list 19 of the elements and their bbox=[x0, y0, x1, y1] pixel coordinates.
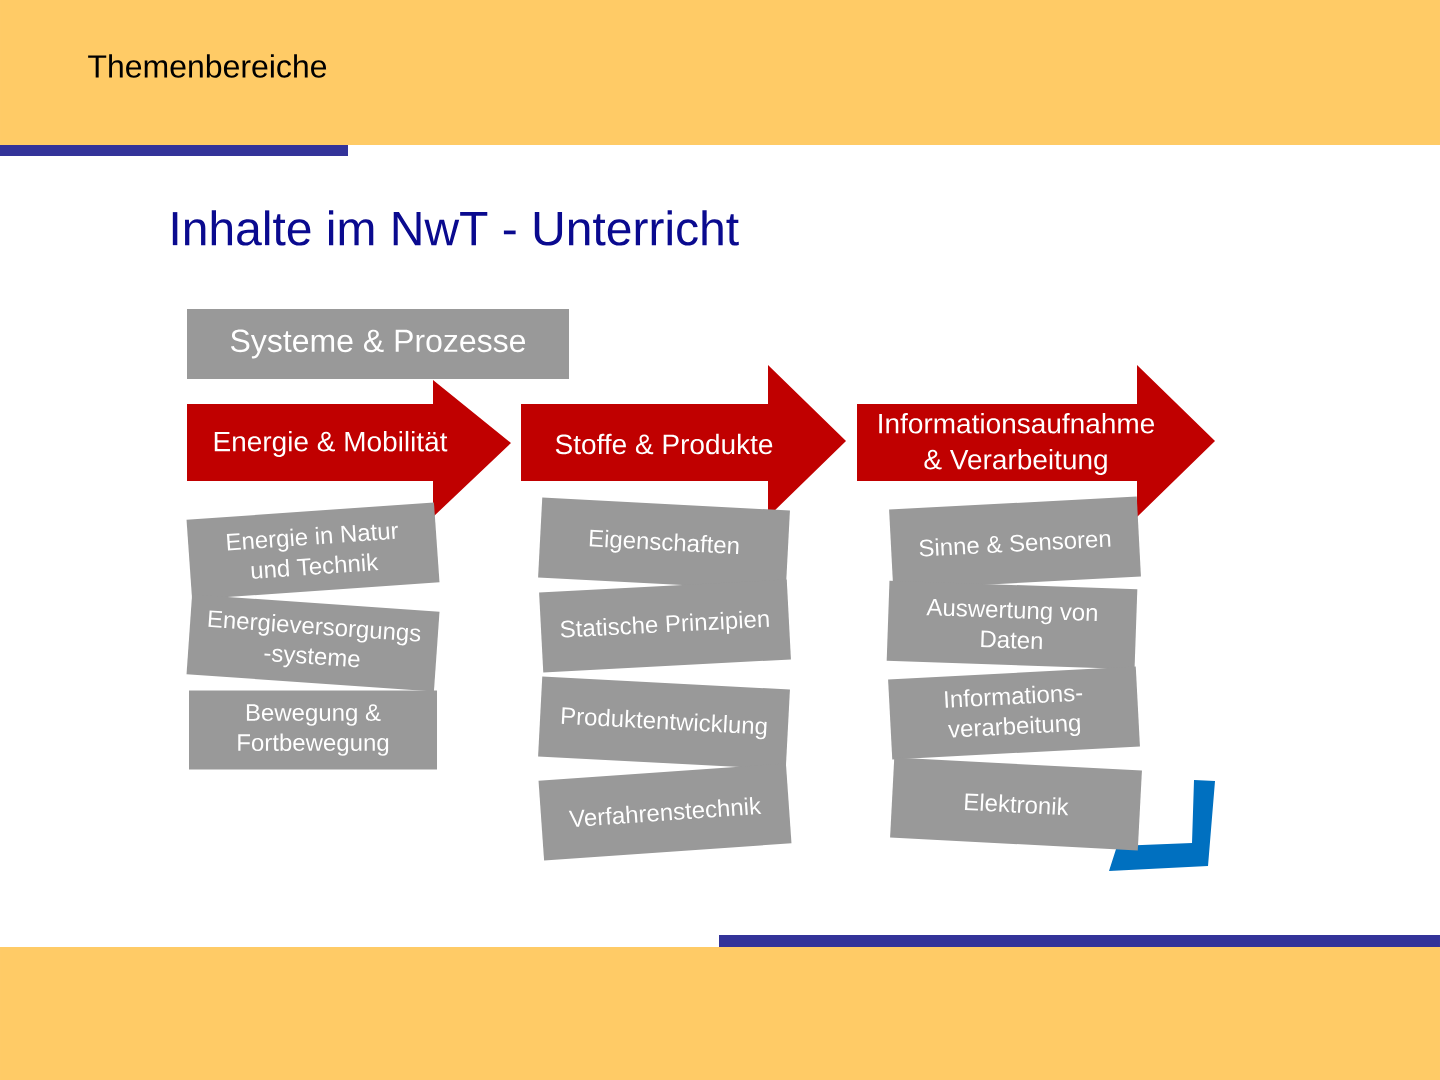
topic-box: Energie in Natur und Technik bbox=[186, 502, 440, 600]
category-banner: Informationsaufnahme & Verarbeitung bbox=[857, 365, 1215, 517]
topic-box: Statische Prinzipien bbox=[539, 579, 791, 673]
slide-title: Themenbereiche bbox=[88, 54, 327, 78]
topic-box: Sinne & Sensoren bbox=[889, 496, 1141, 590]
category-banner: Energie & Mobilität bbox=[187, 380, 511, 517]
topic-box: Bewegung & Fortbewegung bbox=[189, 690, 437, 770]
node-label: Auswertung von Daten bbox=[926, 598, 1097, 650]
topic-box: Auswertung von Daten bbox=[886, 580, 1138, 670]
topic-box: Produktentwicklung bbox=[538, 676, 790, 770]
category-box: Systeme & Prozesse bbox=[187, 309, 569, 379]
topic-box: Elektronik bbox=[890, 757, 1142, 851]
topic-box: Energieversorgungs -systeme bbox=[186, 594, 440, 692]
category-banner: Stoffe & Produkte bbox=[521, 365, 846, 517]
topic-box: Verfahrenstechnik bbox=[538, 763, 792, 861]
topic-box: Eigenschaften bbox=[538, 497, 790, 591]
node-label: Statische Prinzipien bbox=[560, 610, 769, 638]
heading: Inhalte im NwT - Unterricht bbox=[172, 210, 739, 246]
topic-box: Informations- verarbeitung bbox=[888, 666, 1140, 760]
